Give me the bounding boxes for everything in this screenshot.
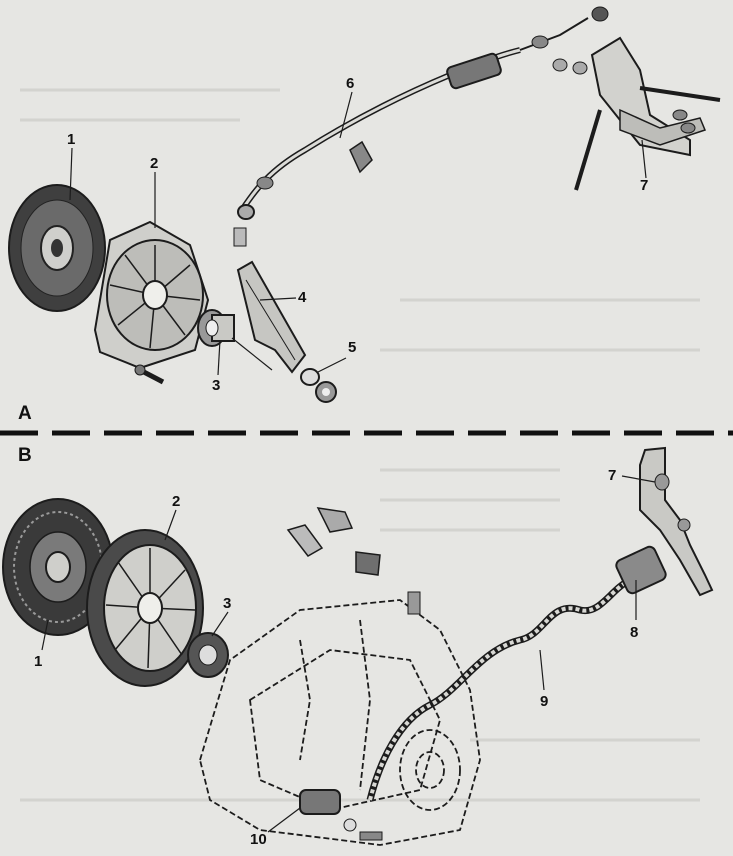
gearbox-plug xyxy=(407,591,421,615)
background-text-ghost xyxy=(20,88,700,802)
callout-b-hydraulic-line: 9 xyxy=(540,693,549,710)
callout-a-release-bearing: 3 xyxy=(212,377,221,394)
callout-b-master-cylinder: 8 xyxy=(630,624,639,641)
clutch-disc-b xyxy=(2,498,114,636)
callout-b-pedal: 7 xyxy=(608,467,617,484)
section-label-a: A xyxy=(18,403,32,424)
bolt-a xyxy=(134,364,165,385)
release-bearing-a xyxy=(197,309,235,347)
callout-a-cable: 6 xyxy=(346,75,355,92)
pedal-assembly-a xyxy=(552,36,721,191)
master-cylinder xyxy=(615,545,667,620)
release-bearing-b xyxy=(187,632,229,678)
callout-a-clutch-disc: 1 xyxy=(67,131,76,148)
callout-b-release-bearing: 3 xyxy=(223,595,232,612)
callout-a-pressure-plate: 2 xyxy=(150,155,159,172)
clutch-disc-a xyxy=(8,184,106,312)
clutch-cable-a xyxy=(233,6,609,247)
callout-a-release-fork: 4 xyxy=(298,289,307,306)
callout-b-slave-cylinder: 10 xyxy=(250,831,267,848)
callout-b-pressure-plate: 2 xyxy=(172,493,181,510)
callout-b-clutch-disc: 1 xyxy=(34,653,43,670)
callout-a-bushings: 5 xyxy=(348,339,357,356)
callout-a-pedal: 7 xyxy=(640,177,649,194)
cable-clip-a xyxy=(349,140,373,174)
pressure-plate-b xyxy=(86,529,204,687)
slave-cylinder xyxy=(299,789,383,841)
pivot-bushings-a xyxy=(300,368,337,403)
section-label-b: B xyxy=(18,445,32,466)
gearbox-housing xyxy=(199,599,481,846)
hydraulic-line xyxy=(366,576,632,801)
release-fork-a xyxy=(236,260,307,374)
mount-brackets xyxy=(286,507,381,576)
pedal-assembly-b xyxy=(639,446,714,597)
pressure-plate-a xyxy=(93,220,210,370)
